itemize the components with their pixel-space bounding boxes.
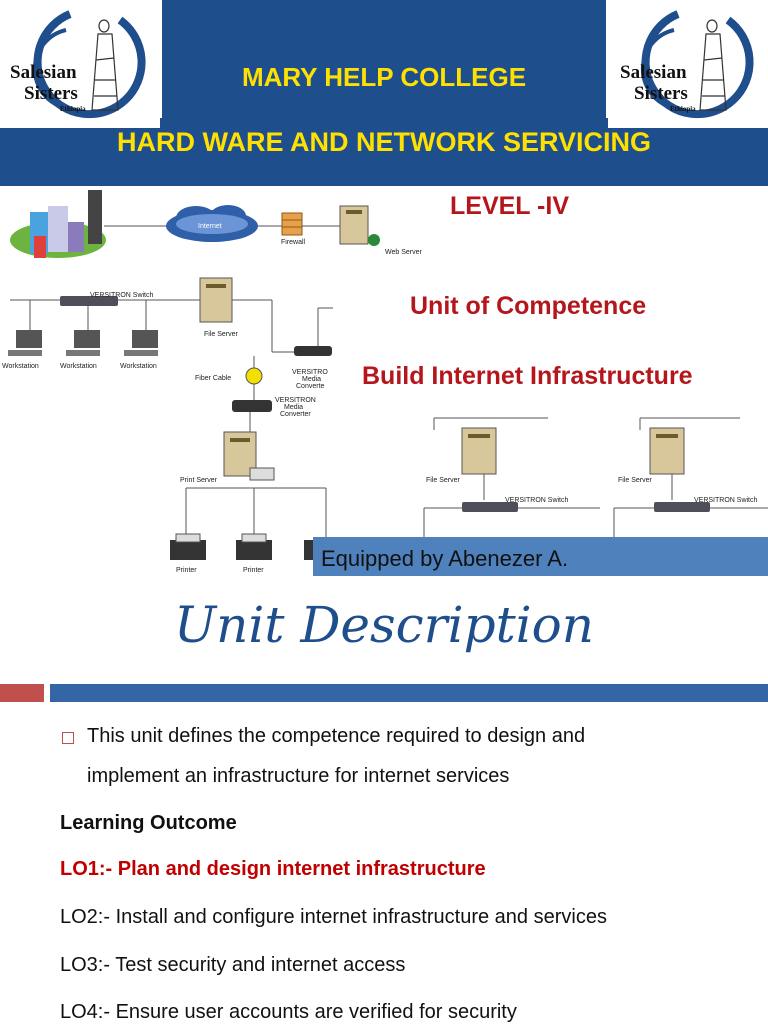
switch-icon (60, 296, 118, 306)
buildings-icon (10, 190, 106, 258)
description-line-2: implement an infrastructure for internet… (87, 765, 510, 787)
divider-bar (50, 684, 768, 702)
print-server-label: Print Server (180, 477, 218, 484)
print-server-icon (223, 431, 275, 481)
media-converter-label-1c: Converte (296, 383, 325, 390)
divider-accent (0, 684, 44, 702)
file-server-icon-2 (461, 427, 497, 475)
printer-label-1: Printer (176, 567, 197, 574)
firewall-icon (281, 212, 303, 236)
svg-text:Ethiopia: Ethiopia (670, 105, 696, 113)
learning-outcome-4: LO4:- Ensure user accounts are verified … (60, 1001, 517, 1023)
svg-text:Salesian: Salesian (10, 62, 77, 83)
learning-outcome-2: LO2:- Install and configure internet inf… (60, 906, 607, 928)
file-server-label-1: File Server (204, 331, 239, 338)
learning-outcome-1: LO1:- Plan and design internet infrastru… (60, 858, 486, 880)
file-server-icon-3 (649, 427, 685, 475)
fiber-cable-label: Fiber Cable (195, 375, 231, 382)
firewall-label: Firewall (281, 239, 306, 246)
svg-text:Sisters: Sisters (634, 83, 688, 104)
file-server-icon (199, 277, 233, 323)
web-server-label: Web Server (385, 249, 422, 256)
printer-label-2: Printer (243, 567, 264, 574)
unit-of-competence-title: Build Internet Infrastructure (362, 362, 693, 390)
internet-cloud-icon (166, 205, 258, 242)
switch-label-1: VERSITRON Switch (90, 292, 154, 299)
switch-icon-3 (654, 502, 710, 512)
fiber-cable-icon (245, 367, 263, 385)
unit-of-competence-label: Unit of Competence (410, 292, 647, 320)
media-converter-icon (294, 346, 332, 356)
switch-icon-2 (462, 502, 518, 512)
course-band (0, 118, 768, 186)
media-converter-label-1a: VERSITRO (292, 369, 328, 376)
media-converter-bottom-icon (232, 400, 272, 412)
course-title: HARD WARE AND NETWORK SERVICING (116, 127, 651, 157)
learning-outcome-3: LO3:- Test security and internet access (60, 954, 406, 976)
svg-text:Salesian: Salesian (620, 62, 687, 83)
network-diagram: Internet Firewall Web Server VERSITRON S… (2, 190, 768, 574)
svg-text:Sisters: Sisters (24, 83, 78, 104)
workstation-icon (8, 330, 158, 356)
section-heading: Unit Description (174, 596, 594, 654)
media-converter-label-2a: VERSITRON (275, 397, 316, 404)
internet-label: Internet (198, 223, 222, 230)
workstation-label-2: Workstation (60, 363, 97, 370)
svg-text:Ethiopia: Ethiopia (60, 105, 86, 113)
file-server-label-2: File Server (426, 477, 461, 484)
college-name: MARY HELP COLLEGE (241, 62, 527, 92)
equipped-by-banner: Equipped by Abenezer A. (313, 537, 768, 576)
workstation-label-3: Workstation (120, 363, 157, 370)
switch-label-3: VERSITRON Switch (694, 497, 758, 504)
web-server-icon (339, 205, 380, 246)
square-bullet-icon (62, 732, 74, 744)
level-label: LEVEL -IV (450, 192, 570, 220)
description-line-1: This unit defines the competence require… (87, 725, 586, 747)
switch-label-2: VERSITRON Switch (505, 497, 569, 504)
salesian-sisters-logo-left: Salesian Sisters Ethiopia (0, 0, 160, 128)
workstation-label-1: Workstation (2, 363, 39, 370)
printer-icon (170, 533, 314, 560)
media-converter-label-2c: Converter (280, 411, 311, 418)
title-band (162, 0, 606, 128)
media-converter-label-2b: Media (284, 404, 303, 411)
media-converter-label-1b: Media (302, 376, 321, 383)
file-server-label-3: File Server (618, 477, 653, 484)
learning-outcome-heading: Learning Outcome (60, 812, 237, 834)
salesian-sisters-logo-right: Salesian Sisters Ethiopia (608, 0, 768, 128)
